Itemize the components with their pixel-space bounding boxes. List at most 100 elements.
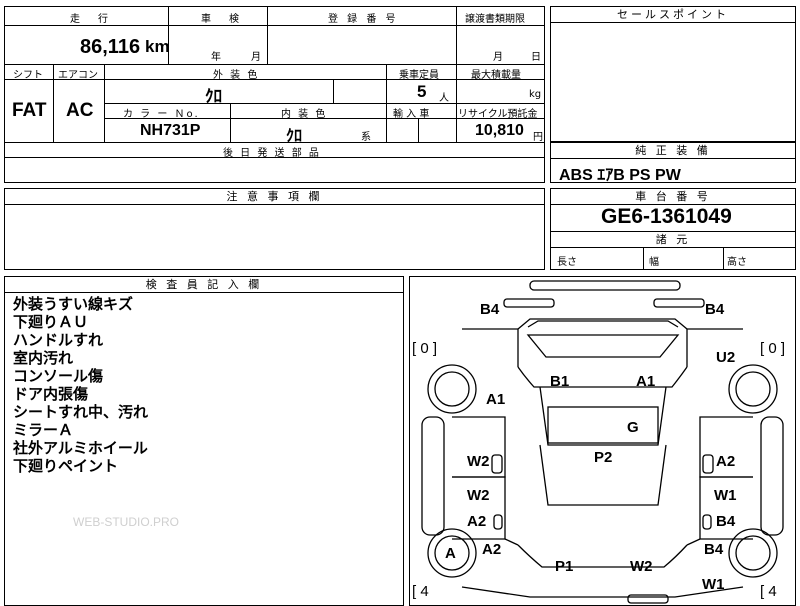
damage-label: W1: [702, 576, 725, 593]
inspector-line: シートすれ中、汚れ: [13, 403, 149, 421]
mileage-header: 走 行: [70, 14, 112, 25]
recycle-header-cell: リサイクル預託金: [456, 103, 545, 120]
car-diagram-drawing: [421, 280, 784, 604]
shift-header: シフト: [13, 70, 43, 81]
aircon-cell: AC: [53, 79, 105, 143]
int-color-header-cell: 内 装 色: [230, 103, 387, 120]
capacity-value: 5: [417, 82, 427, 101]
capacity-cell: 5 人: [386, 79, 457, 104]
import-cell-a: [386, 118, 419, 143]
equipment-header: 純 正 装 備: [551, 143, 795, 159]
sales-point-box: セールスポイント: [550, 6, 796, 142]
damage-label: W1: [714, 487, 737, 504]
recycle-value: 10,810: [475, 122, 524, 139]
transfer-header: 譲渡書類期限: [465, 14, 525, 25]
damage-label: B4: [716, 513, 736, 530]
damage-label: A1: [636, 373, 656, 390]
damage-label: P1: [555, 558, 574, 575]
inspector-line: 下廻りペイント: [13, 457, 119, 475]
ext-color-cell: ｸﾛ: [104, 79, 334, 106]
mileage-header-cell: 走 行: [4, 6, 169, 26]
later-parts-header: 後 日 発 送 部 品: [223, 148, 321, 159]
dim-divider-1: [643, 248, 644, 270]
inspection-header: 車 検: [201, 14, 243, 25]
max-load-cell: kg: [456, 79, 545, 104]
int-color-header: 内 装 色: [281, 109, 328, 120]
color-no-header: カ ラ ー Ｎo.: [123, 109, 200, 120]
later-parts-header-cell: 後 日 発 送 部 品: [4, 142, 545, 159]
color-no-value: NH731P: [140, 122, 201, 139]
damage-label: A: [445, 545, 456, 562]
aircon-header: エアコン: [58, 70, 98, 81]
ext-color-value: ｸﾛ: [205, 87, 222, 106]
dim-divider-2: [723, 248, 724, 270]
sales-point-header: セールスポイント: [551, 7, 795, 23]
inspector-line: 下廻りＡＵ: [13, 313, 89, 331]
import-header: 輸 入 車: [393, 109, 430, 120]
dim-height: 高さ: [727, 257, 747, 268]
shift-cell: FAT: [4, 79, 54, 143]
registration-header: 登 録 番 号: [328, 14, 399, 25]
vehicle-info-table: 走 行 車 検 登 録 番 号 譲渡書類期限 86,116 km 年 月 月 日…: [4, 6, 545, 183]
transfer-header-cell: 譲渡書類期限: [456, 6, 545, 26]
ext-color-header-cell: 外 装 色: [104, 64, 387, 81]
damage-label: W2: [467, 453, 490, 470]
damage-label: G: [627, 419, 639, 436]
color-no-cell: NH731P: [104, 118, 231, 143]
ext-color-header: 外 装 色: [213, 70, 260, 81]
inspection-month: 月: [251, 52, 261, 63]
damage-label: [ 0 ]: [760, 340, 786, 357]
damage-label: B4: [705, 301, 725, 318]
inspector-line: 室内汚れ: [13, 349, 74, 367]
max-load-header: 最大積載量: [471, 70, 521, 81]
recycle-cell: 10,810 円: [456, 118, 545, 143]
mileage-unit: km: [145, 37, 170, 56]
inspection-cell: 年 月: [168, 25, 268, 65]
capacity-header-cell: 乗車定員: [386, 64, 457, 81]
damage-label: P2: [594, 449, 613, 466]
chassis-divider: [551, 231, 795, 232]
mileage-cell: 86,116 km: [4, 25, 170, 65]
inspection-header-cell: 車 検: [168, 6, 268, 26]
damage-label: B1: [550, 373, 570, 390]
inspector-line: 社外アルミホイール: [13, 439, 148, 457]
damage-label: U2: [716, 349, 736, 366]
registration-cell: [267, 25, 457, 65]
equipment-box: 純 正 装 備 ABS ｴｱB PS PW: [550, 142, 796, 184]
notes-box: 注 意 事 項 欄: [4, 188, 545, 270]
damage-label: W2: [630, 558, 653, 575]
inspector-line: コンソール傷: [13, 367, 104, 385]
recycle-unit: 円: [533, 132, 543, 143]
watermark: WEB-STUDIO.PRO: [73, 515, 180, 529]
equipment-value: ABS ｴｱB PS PW: [559, 167, 681, 184]
aircon-header-cell: エアコン: [53, 64, 105, 81]
damage-label: W2: [467, 487, 490, 504]
inspector-line: ドア内張傷: [13, 385, 89, 403]
mileage-value: 86,116: [80, 36, 141, 58]
dimensions-header: 諸 元: [551, 232, 795, 248]
shift-value: FAT: [12, 100, 47, 121]
notes-header: 注 意 事 項 欄: [5, 189, 544, 205]
damage-label: B4: [704, 541, 724, 558]
damage-label: B4: [480, 301, 500, 318]
transfer-month: 月: [493, 52, 503, 63]
inspector-box: 検 査 員 記 入 欄 外装うすい線キズ 下廻りＡＵ ハンドルすれ 室内汚れ コ…: [4, 276, 404, 606]
inspection-year: 年: [211, 52, 221, 63]
shift-header-cell: シフト: [4, 64, 54, 81]
import-cell-b: [418, 118, 457, 143]
dim-width: 幅: [649, 257, 659, 268]
int-color-cell: ｸﾛ 系: [230, 118, 387, 145]
int-color-suffix: 系: [361, 132, 371, 143]
inspector-line: 外装うすい線キズ: [13, 295, 134, 313]
int-color-value: ｸﾛ: [286, 128, 303, 145]
damage-label: [ 4: [760, 583, 777, 600]
car-diagram-box: B4 B4 [ 0 ] [ 0 ] U2 B1 A1 A1 G W2 P2 A2…: [409, 276, 796, 606]
dim-length: 長さ: [557, 257, 577, 268]
damage-label: A2: [467, 513, 487, 530]
inspector-line: ミラーＡ: [13, 421, 74, 439]
inspector-line: ハンドルすれ: [13, 331, 104, 349]
chassis-header: 車 台 番 号: [551, 189, 795, 205]
damage-label: [ 0 ]: [412, 340, 438, 357]
max-load-header-cell: 最大積載量: [456, 64, 545, 81]
aircon-value: AC: [66, 100, 94, 121]
